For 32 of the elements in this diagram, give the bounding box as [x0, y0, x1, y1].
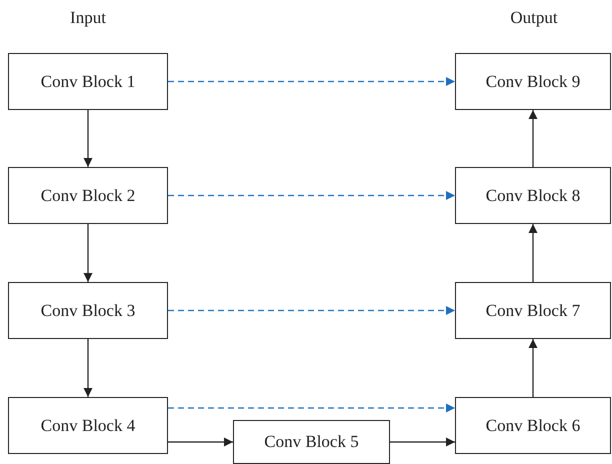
box-label: Conv Block 2 — [40, 186, 136, 206]
arrow — [390, 438, 455, 446]
box-label: Conv Block 6 — [486, 416, 580, 436]
arrow — [168, 77, 455, 86]
arrow — [168, 404, 455, 412]
process-box — [8, 397, 168, 454]
column-heading: Output — [510, 8, 558, 28]
arrow — [168, 306, 455, 315]
process-box — [233, 420, 390, 464]
process-box — [455, 282, 611, 339]
box-label: Conv Block 9 — [486, 72, 580, 92]
box-label: Conv Block 8 — [486, 186, 580, 206]
arrow — [528, 339, 538, 397]
arrow — [168, 438, 233, 446]
box-label: Conv Block 3 — [40, 300, 136, 320]
box-label: Conv Block 1 — [40, 72, 136, 92]
process-box — [455, 167, 611, 224]
process-box — [455, 53, 611, 110]
arrow — [528, 110, 538, 167]
arrow — [84, 110, 92, 167]
box-label: Conv Block 4 — [40, 416, 136, 436]
process-box — [8, 282, 168, 339]
process-box — [8, 53, 168, 110]
box-label: Conv Block 5 — [264, 432, 359, 452]
box-label: Conv Block 7 — [486, 300, 580, 320]
process-box — [455, 397, 611, 454]
arrow — [84, 339, 92, 397]
arrow — [528, 224, 538, 282]
process-box — [8, 167, 168, 224]
column-heading: Input — [70, 8, 106, 28]
arrow — [168, 191, 455, 200]
arrow — [84, 224, 92, 282]
